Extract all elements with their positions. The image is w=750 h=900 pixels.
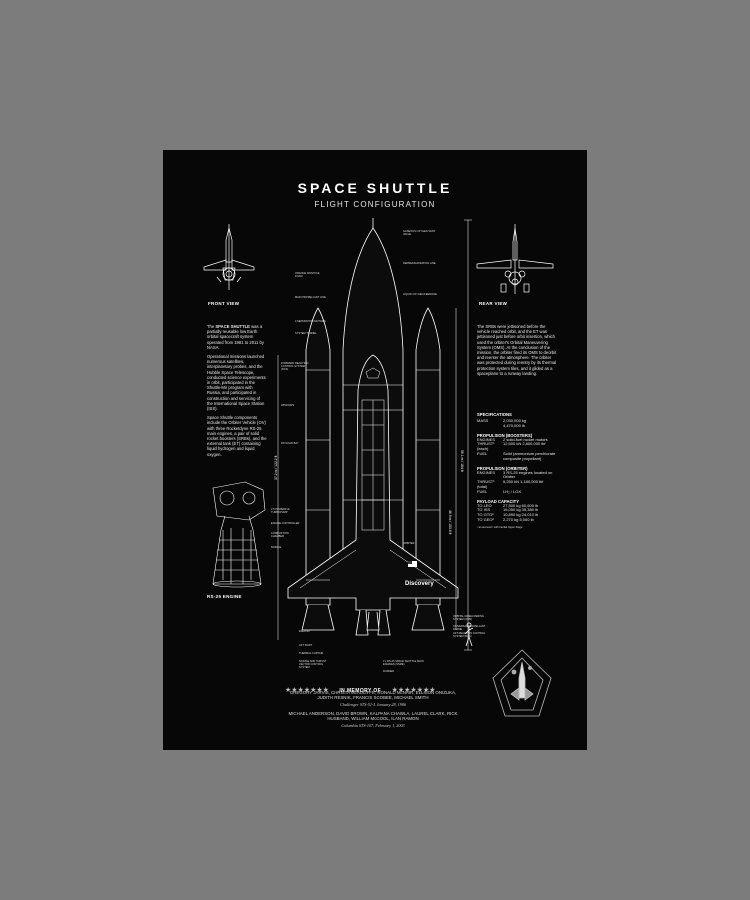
dimension-tank: 46.9 m / 153.8 ft: [448, 510, 452, 535]
callout-label: 2.5 POWERFUL TURBOPUMP: [271, 508, 290, 514]
specs-heading: SPECIFICATIONS: [477, 412, 512, 417]
callout-label: ENGINE CONTROLLER: [271, 522, 300, 525]
spec-label: THRUST¹ (each): [477, 441, 495, 452]
payload-table: TO LEO 27,500 kg 60,600 lb TO ISS 16,050 k…: [477, 502, 539, 523]
callout-label: AFT SKIRT: [299, 644, 313, 647]
callout-label: NOZZLE: [271, 546, 282, 549]
callout-label: THERMAL CURTAIN: [299, 652, 324, 655]
spec-label: THRUST¹ (total): [477, 479, 495, 489]
spec-value: LH₂ / LOX: [503, 488, 522, 494]
orbiter-name: Discovery: [405, 581, 434, 587]
callout-label: ELEVON: [299, 630, 310, 633]
front-view-label: FRONT VIEW: [208, 301, 240, 306]
spec-label: TO GEO²: [477, 516, 494, 522]
astronaut-figure-icon: [464, 622, 474, 647]
callout-label: LIQUID OXYGEN FEEDLINE: [403, 293, 437, 296]
spec-footnotes: ¹ at sea level ² with Inertial Upper Sta…: [477, 525, 523, 529]
orbiter-table: ENGINES 3 RS-25 engines located on Orbite…: [477, 469, 561, 495]
callout-label: SYSTEM TUNNEL: [295, 332, 317, 335]
callout-label: 4 SEPARATION MOTORS: [295, 320, 326, 323]
callout-label: MAIN PROPELLANT LINE: [295, 296, 326, 299]
star-icon: ★★★★★★★: [285, 687, 329, 694]
callout-label: REPRESSURIZATION LINE: [403, 262, 436, 265]
callout-label: NOZZLE AND THRUST VECTOR CONTROL SYSTEM: [299, 660, 327, 669]
intro-paragraph-2: Operational missions launched numerous s…: [207, 354, 266, 412]
dimension-orbiter: 37.2 m / 122.2 ft: [274, 455, 278, 480]
columbia-crew: MICHAEL ANDERSON, DAVID BROWN, KALPANA C…: [288, 711, 458, 722]
spec-value: 16,050 kg 35,380 lb: [503, 507, 539, 513]
spec-label: ENGINES: [477, 469, 496, 475]
callout-label: RUDDER: [383, 670, 395, 673]
program-emblem-icon: [492, 649, 552, 717]
spec-value: 5,250 kN 1,180,000 lbf: [503, 479, 544, 485]
callout-label: ORBITAL MANEUVERING SYSTEM (OMS): [453, 615, 484, 621]
columbia-mission: Columbia STS-107, February 1, 2003: [341, 723, 405, 728]
spec-value: 2,270 kg 5,000 lb: [503, 516, 534, 522]
challenger-mission: Challenger STS-51-L January 28, 1986: [339, 702, 407, 707]
memorial-header-row: ★★★★★★★ IN MEMORY OF ★★★★★★★: [285, 679, 465, 697]
poster-subtitle: FLIGHT CONFIGURATION: [314, 200, 436, 209]
orbiter-heading: PROPULSION (ORBITER): [477, 465, 528, 471]
launch-stack-diagram: [277, 218, 472, 651]
spec-value: 12,500 kN 2,800,000 lbf: [503, 441, 546, 447]
callout-label: PAYLOAD BAY: [281, 442, 299, 445]
intro-text: The SPACE SHUTTLE was a partially reusab…: [207, 324, 267, 457]
boosters-heading: PROPULSION (BOOSTERS): [477, 432, 533, 438]
callout-label: 3 x RS-25 SPACE SHUTTLE MAIN ENGINES (SS…: [383, 660, 424, 666]
rear-view-label: REAR VIEW: [479, 301, 508, 306]
callout-label: FORWARD REACTION CONTROL SYSTEM (RCS): [281, 362, 309, 371]
spec-value: 27,500 kg 60,600 lb: [503, 502, 539, 508]
rs25-engine-drawing: [212, 481, 266, 588]
blueprint-poster: SPACE SHUTTLE FLIGHT CONFIGURATION FRONT…: [163, 150, 587, 750]
spec-label: ENGINES: [477, 436, 496, 442]
intro-bold: SPACE SHUTTLE: [215, 324, 250, 329]
engine-caption: RS-25 ENGINE: [207, 594, 242, 599]
spec-value: 10,890 kg 24,010 lb: [503, 512, 539, 518]
spec-value: Solid (ammonium perchlorate composite pr…: [503, 450, 556, 461]
callout-label: ORBITER: [403, 542, 415, 545]
spec-label: TO GTO²: [477, 512, 494, 518]
payload-heading: PAYLOAD CAPACITY: [477, 498, 520, 504]
callout-label: ORANGE PAINT/ICE FOAM: [295, 272, 320, 278]
dimension-total: 56.1 m / 184 ft: [460, 450, 464, 472]
right-description: The SRBs were jettisoned before the vehi…: [477, 324, 557, 376]
spec-label: FUEL: [477, 450, 488, 456]
callout-label: GASEOUS OXYGEN VENT VALVE: [403, 230, 436, 236]
rear-view-diagram: [476, 224, 554, 294]
spec-label: TO ISS: [477, 507, 491, 513]
mass-value: 4,470,000 lb: [503, 422, 526, 428]
spec-label: FUEL: [477, 488, 488, 494]
challenger-crew: GREGORY JARVIS, CHRISTA McAULIFFE, RONAL…: [289, 690, 457, 701]
mass-label: MASS: [477, 418, 489, 423]
spec-value: 3 RS-25 engines located on Orbiter: [503, 469, 553, 480]
poster-title: SPACE SHUTTLE: [297, 180, 453, 196]
callout-label: UNIVERSAL PROPELLANT FRAME: [453, 625, 486, 631]
callout-label: WINDOWS: [281, 404, 295, 407]
callout-label: COMBUSTION CHAMBER: [271, 532, 289, 538]
spec-label: TO LEO: [477, 502, 492, 508]
intro-lead: The: [207, 324, 216, 329]
star-icon: ★★★★★★★: [391, 687, 436, 694]
intro-paragraph-3: Space Shuttle components include the Orb…: [207, 415, 267, 457]
spec-value: 2 solid-fuel rocket motors: [503, 436, 548, 442]
boosters-table: ENGINES 2 solid-fuel rocket motors THRUST…: [477, 436, 561, 462]
front-view-diagram: [203, 224, 255, 290]
mass-value: 2,030,000 kg: [503, 418, 527, 423]
intro-rest: was a partially reusable low Earth orbit…: [207, 324, 264, 350]
memorial-heading: IN MEMORY OF: [339, 688, 382, 694]
